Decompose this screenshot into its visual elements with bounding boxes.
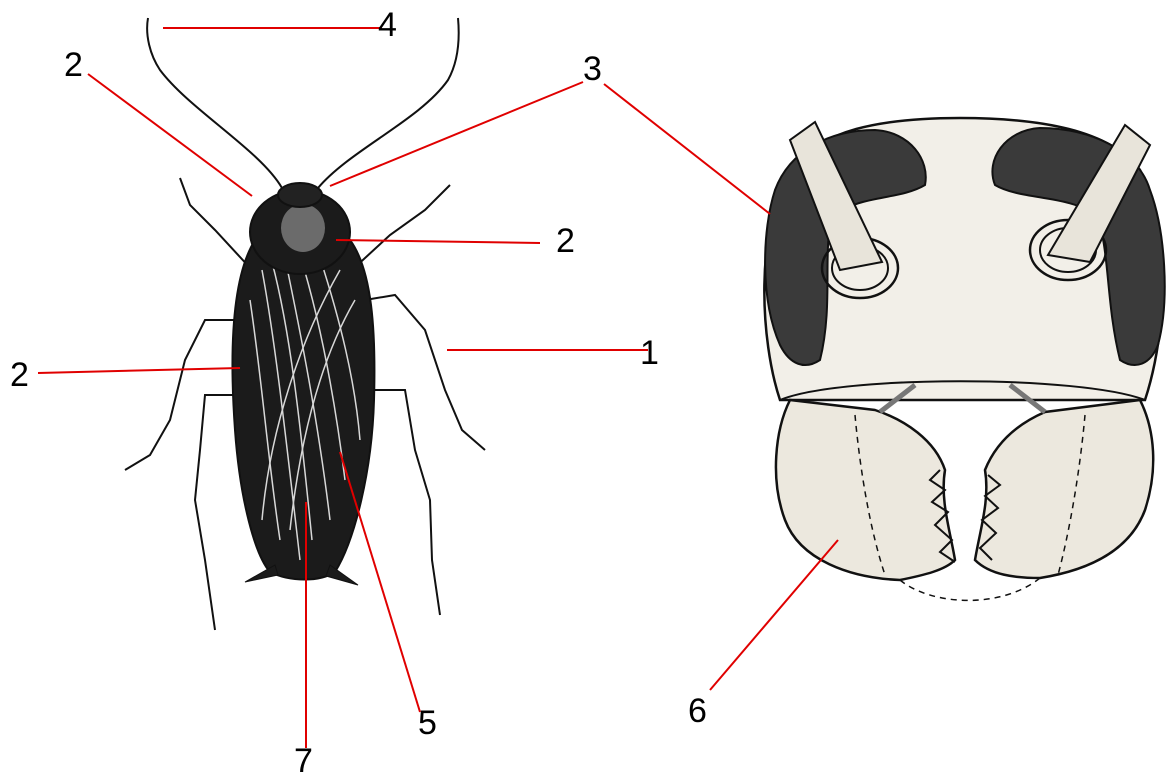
mandible-left xyxy=(776,400,955,580)
leader-line-6 xyxy=(710,540,838,690)
label-3: 3 xyxy=(583,50,602,88)
leader-line-3-head xyxy=(604,84,770,214)
label-2-head: 2 xyxy=(556,222,575,260)
leader-line-3-cockroach xyxy=(330,82,583,186)
label-5: 5 xyxy=(418,704,437,742)
label-4-antenna: 4 xyxy=(378,6,397,44)
leg-mid-right xyxy=(365,295,485,450)
label-1: 1 xyxy=(640,334,659,372)
cockroach-head xyxy=(278,183,322,207)
cercus-left xyxy=(245,565,278,582)
label-6: 6 xyxy=(688,692,707,730)
cockroach-body xyxy=(232,240,374,580)
leg-front-left xyxy=(180,178,252,270)
leg-front-right xyxy=(352,185,450,270)
leader-line-2-top-left xyxy=(88,74,252,196)
head-illustration xyxy=(764,118,1164,600)
label-7: 7 xyxy=(294,742,313,774)
leader-line-2-head xyxy=(336,240,540,243)
label-2-left: 2 xyxy=(10,356,29,394)
leader-line-2-left xyxy=(38,368,240,373)
cercus-right xyxy=(326,565,358,585)
leader-lines xyxy=(38,28,838,748)
labrum-dashed-outline xyxy=(900,578,1040,600)
pronotum-highlight xyxy=(281,204,325,252)
leg-hind-left xyxy=(195,395,240,630)
label-2-top-left: 2 xyxy=(64,46,83,84)
antenna-left xyxy=(147,18,282,188)
